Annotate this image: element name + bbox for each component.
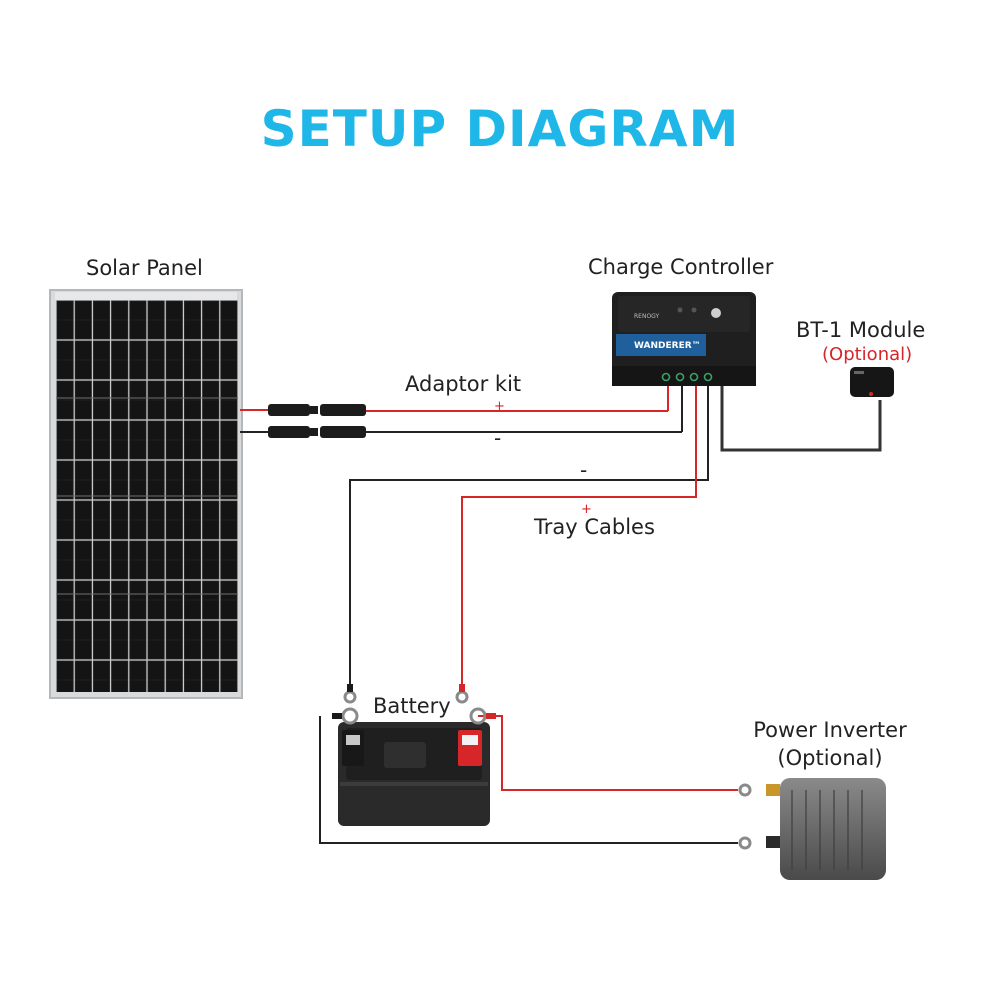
controller-brand-text: RENOGY: [634, 313, 660, 320]
tray-cables-label: Tray Cables: [534, 515, 655, 539]
controller-model-text: WANDERER™: [634, 341, 701, 351]
negative-wires: [240, 385, 738, 844]
bt-module: [850, 367, 894, 397]
bt-module-cable: [720, 385, 882, 452]
charge-controller: WANDERER™ RENOGY: [612, 292, 756, 386]
mc4-connectors: [268, 404, 366, 438]
bt-module-label: BT-1 Module: [796, 318, 926, 342]
tray-positive-sign: +: [581, 502, 592, 517]
adaptor-positive-sign: +: [494, 399, 505, 414]
power-inverter-label: Power Inverter: [753, 718, 907, 742]
page-title: SETUP DIAGRAM: [260, 100, 740, 158]
solar-panel-label: Solar Panel: [86, 256, 203, 280]
charge-controller-label: Charge Controller: [588, 255, 774, 279]
power-inverter-optional-label: (Optional): [777, 746, 883, 770]
solar-panel: [49, 289, 243, 699]
power-inverter: [738, 778, 886, 880]
battery: [338, 722, 490, 826]
adaptor-kit-label: Adaptor kit: [405, 372, 522, 396]
bt-module-optional-label: (Optional): [822, 344, 913, 365]
battery-label: Battery: [373, 694, 451, 718]
tray-negative-sign: -: [580, 458, 588, 482]
adaptor-negative-sign: -: [494, 426, 502, 450]
